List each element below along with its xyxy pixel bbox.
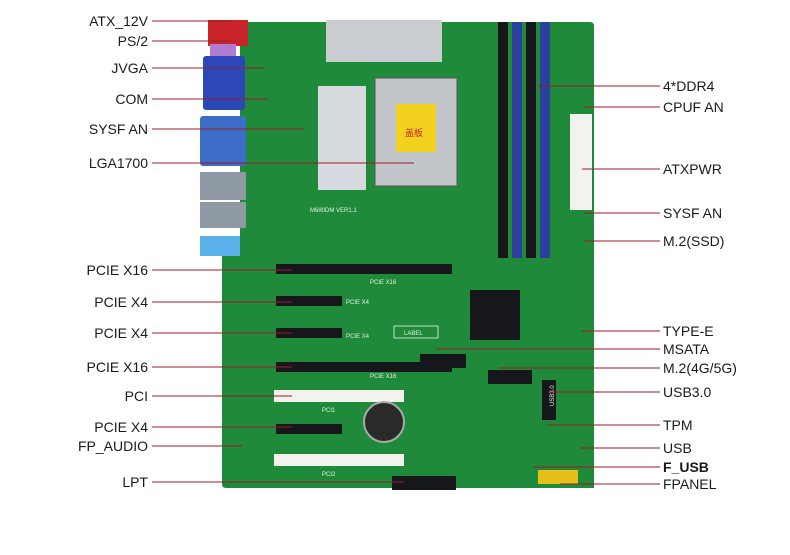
- msata-slot: [420, 354, 466, 368]
- silk-model: M680DM VER1.1: [310, 208, 357, 214]
- left-leaders: [152, 20, 414, 483]
- lan-port-2: [200, 202, 246, 228]
- dimm-slot-3: [526, 22, 536, 258]
- fpanel-header: [538, 470, 578, 484]
- dimm-slot-1: [498, 22, 508, 258]
- label-lpt: LPT: [122, 474, 148, 490]
- pci-slot-2: [274, 454, 404, 466]
- label-pcie-x16-1: PCIE X16: [86, 262, 148, 278]
- usb30-header: [542, 380, 556, 420]
- label-tpm: TPM: [663, 417, 693, 433]
- label-pcie-x4-1: PCIE X4: [94, 294, 148, 310]
- lpt-connector: [392, 476, 456, 490]
- heatsink-fins: [318, 86, 366, 190]
- label-jvga: JVGA: [111, 60, 148, 76]
- silk-pci2: PCI2: [322, 472, 336, 478]
- chipset-heatsink: [470, 290, 520, 340]
- dimm-slot-4: [540, 22, 550, 258]
- m2-4g5g-slot: [488, 370, 532, 384]
- heatsink: [326, 20, 442, 62]
- pci-slot-1: [274, 390, 404, 402]
- label-sysfan-right: SYSF AN: [663, 205, 723, 221]
- label-fpanel: FPANEL: [663, 476, 717, 492]
- label-msata: MSATA: [663, 341, 710, 357]
- label-ddr4: 4*DDR4: [663, 78, 715, 94]
- cpu-cover-sticker: [396, 104, 436, 152]
- label-atx12v: ATX_12V: [89, 13, 148, 29]
- com-port: [200, 116, 246, 166]
- label-lga1700: LGA1700: [88, 155, 148, 171]
- silk-pcie1: PCIE X16: [370, 280, 397, 286]
- label-cpufan: CPUF AN: [663, 99, 724, 115]
- atx12v-connector: [208, 20, 248, 46]
- label-pcie-x4-2: PCIE X4: [94, 325, 148, 341]
- pcie-x4-slot-3: [276, 424, 342, 434]
- label-f-usb: F_USB: [663, 459, 709, 475]
- label-fp-audio: FP_AUDIO: [77, 438, 148, 454]
- label-m2-4g5g: M.2(4G/5G): [663, 360, 737, 376]
- silk-pcie4: PCIE X16: [370, 374, 397, 380]
- silk-label: LABEL: [404, 331, 423, 337]
- cpu-sticker-text: 盖板: [405, 127, 423, 139]
- right-leaders: [436, 85, 660, 485]
- lan-port-1: [200, 172, 246, 200]
- silk-label-box: [393, 325, 439, 339]
- pcie-x16-slot-1: [276, 264, 452, 274]
- silk-usb30: USB3.0: [550, 385, 556, 406]
- silk-pci1: PCI1: [322, 408, 336, 414]
- atx-power-connector: [570, 114, 592, 210]
- label-pci: PCI: [124, 388, 148, 404]
- label-type-e: TYPE-E: [663, 323, 714, 339]
- dimm-slot-2: [512, 22, 522, 258]
- label-atxpwr: ATXPWR: [663, 161, 722, 177]
- pcie-x16-slot-2: [276, 362, 452, 372]
- label-usb: USB: [663, 440, 692, 456]
- label-sysfan-left: SYSF AN: [88, 121, 148, 137]
- label-pcie-x16-2: PCIE X16: [86, 359, 148, 375]
- label-pcie-x4-3: PCIE X4: [94, 419, 148, 435]
- pcie-x4-slot-1: [276, 296, 342, 306]
- silk-pcie2: PCIE X4: [346, 300, 370, 306]
- vga-port: [203, 56, 245, 110]
- cmos-battery: [363, 401, 405, 443]
- audio-port: [200, 236, 240, 256]
- label-usb30: USB3.0: [663, 384, 712, 400]
- pcie-x4-slot-2: [276, 328, 342, 338]
- label-com: COM: [115, 91, 148, 107]
- label-m2-ssd: M.2(SSD): [663, 233, 725, 249]
- silk-pcie3: PCIE X4: [346, 334, 370, 340]
- label-ps2: PS/2: [117, 33, 148, 49]
